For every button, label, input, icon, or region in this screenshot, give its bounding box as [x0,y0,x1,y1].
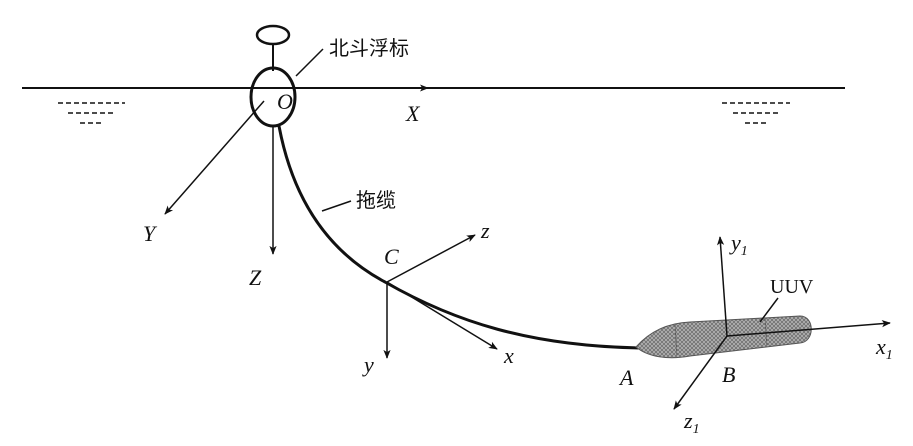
axis-x-label: x [503,343,514,368]
origin-label: O [277,89,293,114]
axis-y1-label: y1 [729,230,748,259]
buoy-antenna [255,24,291,46]
water-symbol-right [722,102,790,124]
axis-z-label: z [480,218,490,243]
buoy-leader-line [295,48,324,77]
axis-z-arrow [386,234,476,283]
uuv-body [635,315,812,359]
axis-z1-arrow [673,335,728,410]
point-C-label: C [384,244,399,269]
axis-Y-arrow [164,100,265,215]
cable-label: 拖缆 [356,188,396,212]
point-B-label: B [722,362,735,387]
axis-z1-label: z1 [683,408,700,437]
axis-x-arrow [386,281,498,350]
axis-Y-label: Y [143,221,158,246]
axis-y-label: y [362,352,374,377]
cable-leader-line [321,200,352,212]
point-A-label: A [618,365,634,390]
axis-Z-label: Z [249,265,262,290]
buoy-label: 北斗浮标 [329,36,409,60]
tow-cable [277,125,641,350]
uuv-label: UUV [770,276,814,298]
axis-X-label: X [405,101,421,126]
axis-x1-label: x1 [875,334,893,363]
axis-x1-arrow [726,320,891,337]
axis-y1-arrow [716,236,728,337]
uuv-leader-line [759,297,779,323]
water-symbol-left [58,102,125,124]
